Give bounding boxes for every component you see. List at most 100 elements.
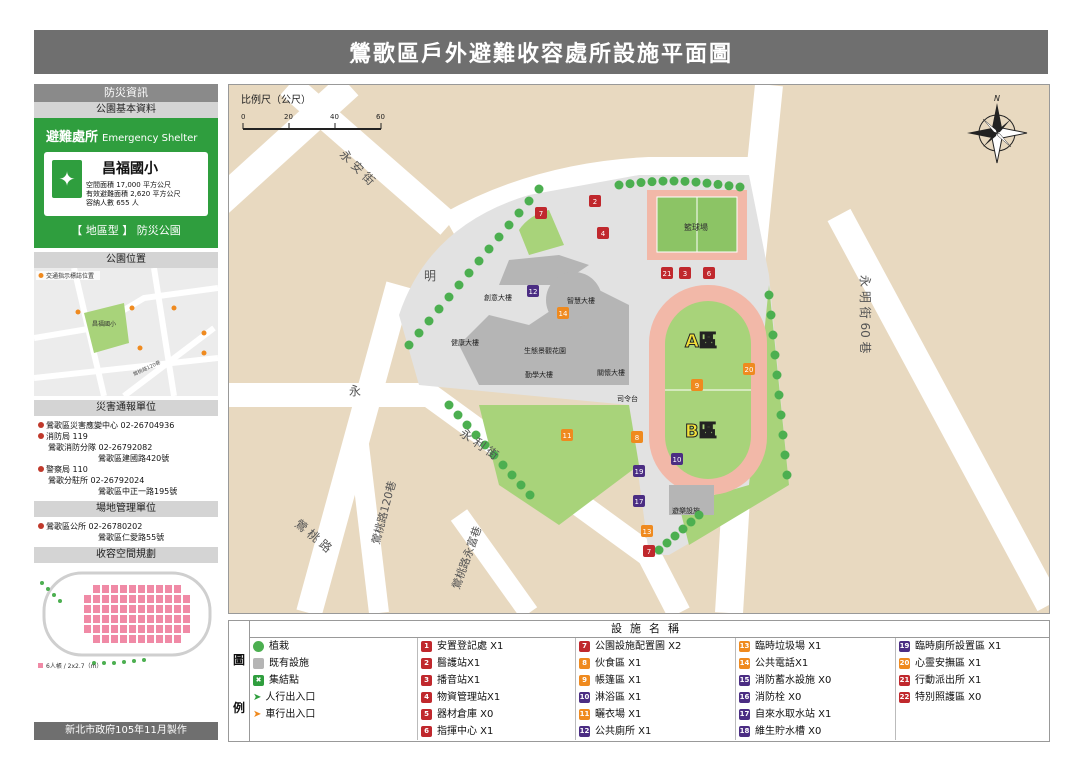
guanhuai-label: 關懷大樓 [597,368,625,377]
facility-number-badge: 1 [421,641,432,652]
legend-label: 自來水取水站 X1 [755,709,832,720]
tree-icon [471,430,481,440]
tent-cell [156,595,163,603]
tree-icon [774,390,784,400]
disaster-info-heading: 防災資訊 [34,84,218,102]
tree-icon [474,256,484,266]
capacity: 容納人數 655 人 [86,199,139,207]
tree-icon [414,328,424,338]
tent-cell [120,635,127,643]
legend-label: 淋浴區 X1 [595,692,642,703]
tree-icon [772,370,782,380]
tree-icon [498,460,508,470]
legend-label: 公共廁所 X1 [595,726,652,737]
tent-cell [147,605,154,613]
tent-cell [165,615,172,623]
facility-number-badge: 2 [421,658,432,669]
facility-marker: 19 [633,465,645,477]
tree-icon [434,304,444,314]
svg-text:7: 7 [539,210,543,218]
tent-cell [84,605,91,613]
tent-cell [129,625,136,633]
site-map-graphic: 籃球場 A區 B區 創意大樓 智慧大樓 健康大樓 生態景觀花園 勤學大樓 關懷大… [229,85,1049,613]
tree-icon [686,517,696,527]
tent-cell [138,615,145,623]
facility-number-badge: 10 [579,692,590,703]
tent-cell [156,625,163,633]
report-line: 鶯歌區中正一路195號 [98,487,178,496]
tree-icon [694,510,704,520]
report-unit-heading: 災害通報單位 [34,400,218,416]
park-location-heading: 公園位置 [34,252,218,268]
street-yongming-right: 永 明 街 60 巷 [858,275,872,354]
legend-item: 既有設施 [249,655,417,672]
facility-number-badge: 16 [739,692,750,703]
legend-label: 指揮中心 X1 [437,726,494,737]
tree-icon [735,182,745,192]
tent-cell [165,625,172,633]
legend-item: ➤車行出入口 [249,706,417,723]
tent-cell [102,625,109,633]
tent-cell [138,625,145,633]
tree-icon [494,232,504,242]
shelter-info-box: ✦ 昌福國小 空間面積 17,000 平方公尺 有效避難面積 2,620 平方公… [44,152,208,216]
legend-label: 臨時廁所設置區 X1 [915,641,1002,652]
tent-cell [183,625,190,633]
facility-number-badge: 6 [421,726,432,737]
legend-item: 12 公共廁所 X1 [575,723,735,740]
tent-cell [138,635,145,643]
tree-icon [782,470,792,480]
facility-number-badge: 15 [739,675,750,686]
tree-icon [654,545,664,555]
facility-number-badge: 21 [899,675,910,686]
facility-number-badge: 12 [579,726,590,737]
legend-header: 設施名稱 [249,621,1049,638]
tent-cell [102,605,109,613]
tent-cell [147,625,154,633]
facility-marker: 21 [661,267,673,279]
assembly-point-icon: ✖ [253,675,264,686]
tree-icon [516,480,526,490]
manage-line: 鶯歌區公所 02-26780202 [46,522,143,531]
tree-icon [489,450,499,460]
building-icon [253,658,264,669]
legend-item: 10 淋浴區 X1 [575,689,735,706]
tent-cell [120,585,127,593]
tent-cell [183,595,190,603]
legend-item: 6 指揮中心 X1 [417,723,575,740]
tent-cell [93,615,100,623]
legend-label: 臨時垃圾場 X1 [755,641,822,652]
legend-col-basic: 植栽 既有設施 ✖集結點 ➤人行出入口 ➤車行出入口 [249,638,418,740]
tent-cell [111,585,118,593]
tent-cell [129,615,136,623]
legend-side: 圖 例 [229,621,250,741]
scale-tick-40: 40 [330,113,339,121]
tree-icon [462,420,472,430]
legend-label: 帳篷區 X1 [595,675,642,686]
tent-cell [174,615,181,623]
tent-cell [156,615,163,623]
legend-label: 維生貯水槽 X0 [755,726,822,737]
tent-cell [102,585,109,593]
legend-label: 伙食區 X1 [595,658,642,669]
svg-text:21: 21 [663,270,672,278]
tree-icon [444,400,454,410]
tent-cell [129,595,136,603]
svg-text:4: 4 [601,230,606,238]
facility-number-badge: 20 [899,658,910,669]
tent-cell [93,585,100,593]
tent-cell [174,635,181,643]
park-basic-heading: 公園基本資料 [34,102,218,118]
capacity-plan-heading: 收容空間規劃 [34,547,218,563]
facility-number-badge: 7 [579,641,590,652]
facility-number-badge: 9 [579,675,590,686]
